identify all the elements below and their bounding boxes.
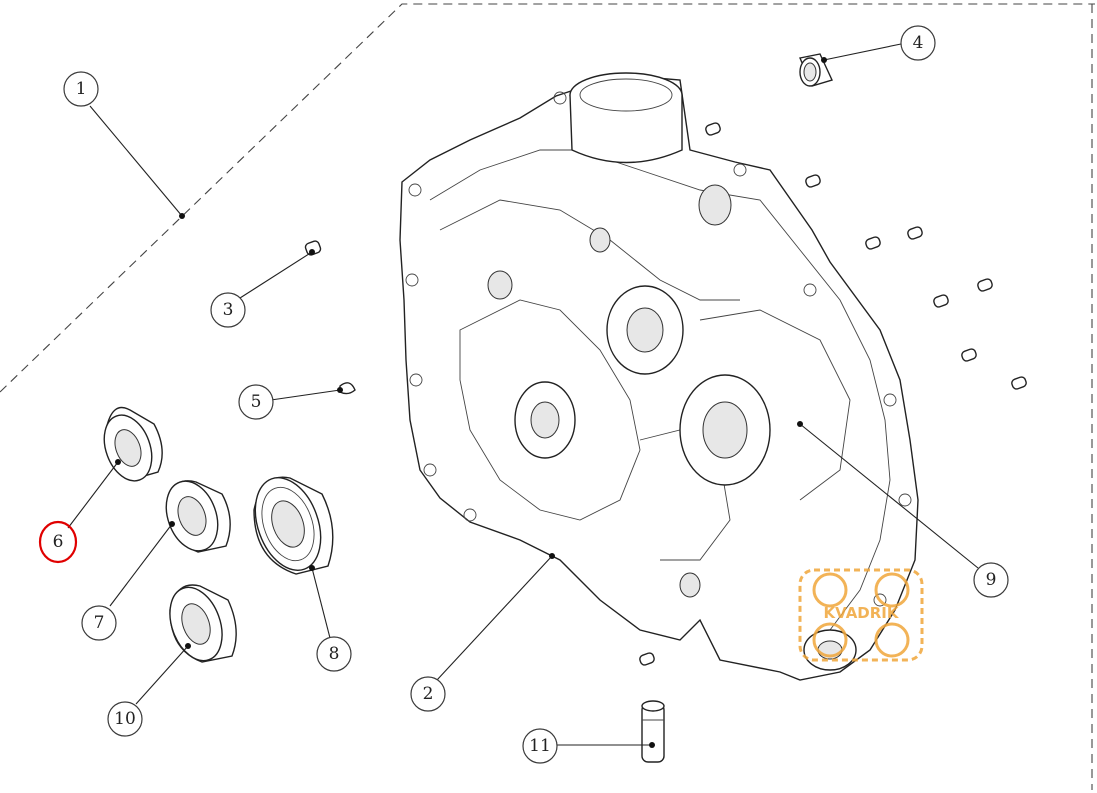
leader-lines [67,43,979,748]
callout-label: 4 [913,33,924,53]
part-11-pin [641,700,665,763]
callout-8: 8 [316,636,352,672]
callout-9: 9 [973,562,1009,598]
highlight-circle [38,520,78,564]
callout-label: 10 [114,709,136,729]
callout-5: 5 [238,384,274,420]
callout-11: 11 [522,728,558,764]
part-5-clip [339,382,356,395]
callout-label: 7 [94,613,105,633]
watermark-logo: KVADRIK [798,568,924,662]
part-7-bearing [165,480,231,553]
callout-label: 8 [329,644,340,664]
callout-label: 1 [76,79,87,99]
callout-7: 7 [81,605,117,641]
dowel-pins [639,122,1027,666]
part-4-needle-bearing [799,53,833,87]
callout-3: 3 [210,292,246,328]
part-6-bearing [103,406,163,482]
callout-10: 10 [107,701,143,737]
callout-label: 9 [986,570,997,590]
callout-label: 11 [529,736,551,756]
callout-label: 2 [423,684,434,704]
crankcase-half [399,72,919,681]
callout-2: 2 [410,676,446,712]
callout-1: 1 [63,71,99,107]
callout-label: 6 [53,532,64,552]
assembly-boundary [0,3,1095,790]
part-8-bearing [253,476,334,575]
callout-6: 6 [38,520,78,564]
callout-label: 3 [223,300,234,320]
callout-label: 5 [251,392,262,412]
part-10-bearing [169,584,237,663]
watermark-text: KVADRIK [823,604,899,622]
callout-4: 4 [900,25,936,61]
